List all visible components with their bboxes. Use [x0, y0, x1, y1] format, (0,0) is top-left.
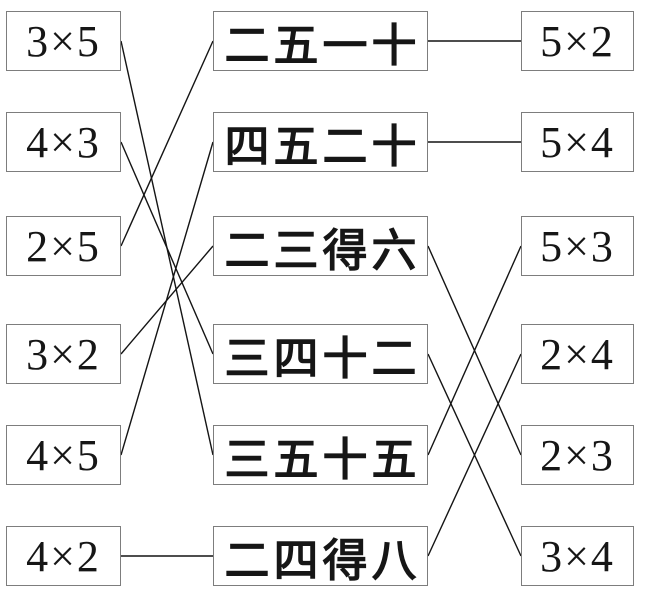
left-expression-box: 3×5 [6, 11, 121, 71]
right-expression-box: 5×4 [521, 112, 634, 172]
middle-phrase-box: 二三得六 [213, 216, 428, 276]
right-expression-box: 2×3 [521, 425, 634, 485]
connection-line [120, 40, 214, 247]
middle-phrase-box: 二五一十 [213, 11, 428, 71]
left-expression-box: 4×3 [6, 112, 121, 172]
left-expression-box: 4×5 [6, 425, 121, 485]
left-expression-box: 4×2 [6, 526, 121, 586]
connection-line [120, 141, 214, 355]
right-expression-box: 5×2 [521, 11, 634, 71]
middle-phrase-box: 二四得八 [213, 526, 428, 586]
right-expression-box: 3×4 [521, 526, 634, 586]
connection-line [120, 141, 214, 456]
middle-phrase-box: 三四十二 [213, 324, 428, 384]
left-expression-box: 3×2 [6, 324, 121, 384]
left-expression-box: 2×5 [6, 216, 121, 276]
connection-line [427, 245, 522, 456]
connection-line [427, 353, 522, 557]
right-expression-box: 5×3 [521, 216, 634, 276]
right-expression-box: 2×4 [521, 324, 634, 384]
middle-phrase-box: 四五二十 [213, 112, 428, 172]
middle-phrase-box: 三五十五 [213, 425, 428, 485]
